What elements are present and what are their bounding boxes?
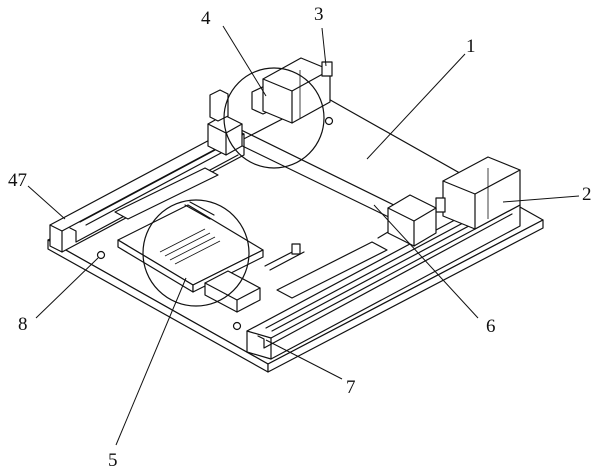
label-7: 7 bbox=[346, 377, 356, 398]
label-6: 6 bbox=[486, 316, 496, 337]
base-hole-bottom bbox=[232, 321, 242, 331]
label-1: 1 bbox=[466, 36, 476, 57]
motor-top bbox=[262, 57, 333, 124]
base-plate bbox=[47, 96, 544, 373]
right-rail bbox=[246, 197, 521, 360]
label-8: 8 bbox=[18, 314, 28, 335]
label-4: 4 bbox=[201, 8, 211, 29]
detail-circle-top bbox=[223, 67, 325, 169]
base-hole-top bbox=[324, 116, 334, 126]
motor-right bbox=[435, 156, 521, 230]
label-2: 2 bbox=[582, 184, 592, 205]
callout-labels: 3 4 1 2 47 8 6 7 5 bbox=[8, 4, 592, 471]
label-3: 3 bbox=[314, 4, 324, 25]
base-hole-left bbox=[96, 250, 106, 260]
label-47: 47 bbox=[8, 170, 27, 191]
label-5: 5 bbox=[108, 450, 118, 471]
detail-circle-bottom bbox=[142, 199, 250, 307]
cross-slider bbox=[117, 201, 305, 313]
leader-lines bbox=[27, 25, 580, 446]
